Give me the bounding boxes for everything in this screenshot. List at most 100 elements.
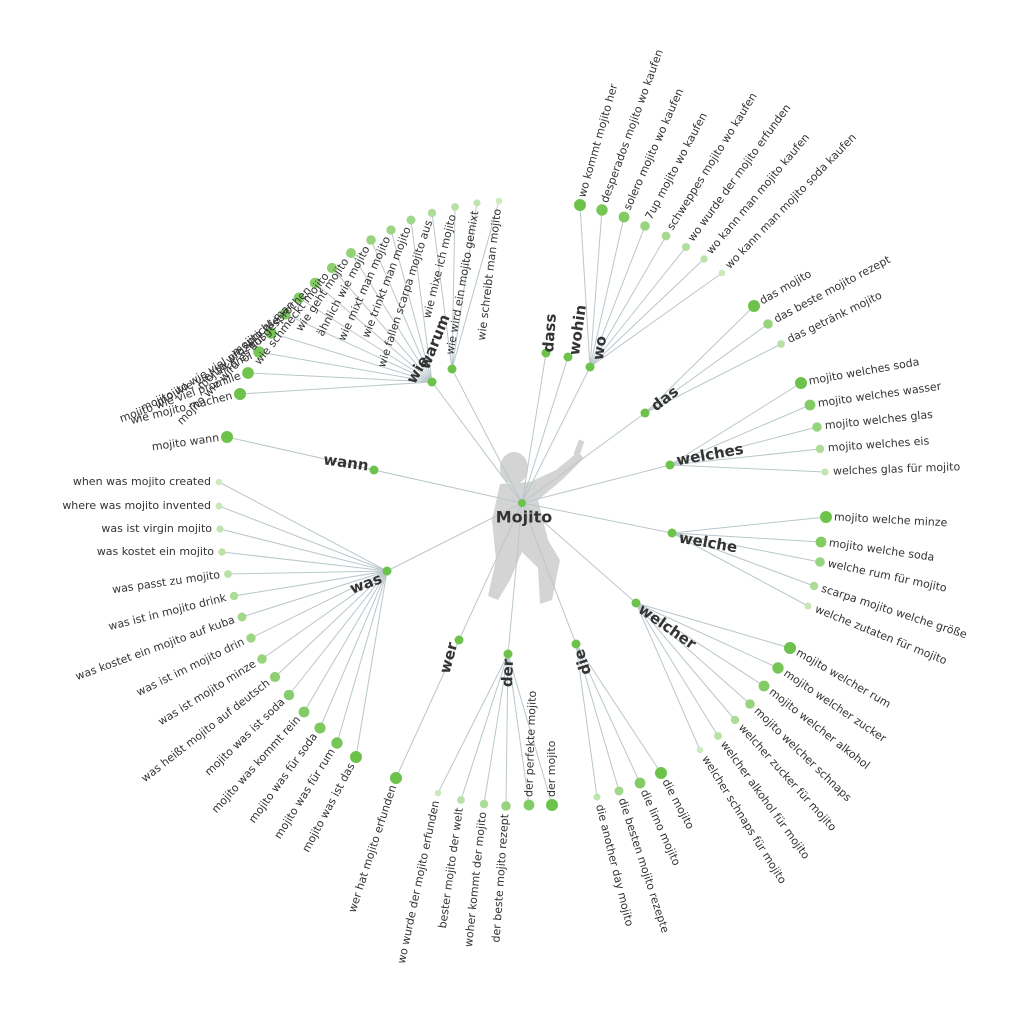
leaf-node[interactable] xyxy=(269,671,281,683)
leaf-node[interactable] xyxy=(279,308,291,320)
leaf-node[interactable] xyxy=(758,680,770,692)
leaf-node[interactable] xyxy=(314,722,326,734)
leaf-node[interactable] xyxy=(218,548,226,556)
leaf-node[interactable] xyxy=(815,536,827,548)
leaf-node[interactable] xyxy=(815,444,825,454)
leaf-node[interactable] xyxy=(216,525,224,533)
leaf-node[interactable] xyxy=(350,751,362,763)
root-label[interactable]: Mojito xyxy=(496,508,553,527)
leaf-node[interactable] xyxy=(221,431,233,443)
branch-node-wohin[interactable] xyxy=(563,352,573,362)
branch-node-die[interactable] xyxy=(571,639,581,649)
leaf-label[interactable]: mojito welches eis xyxy=(827,434,929,454)
leaf-node[interactable] xyxy=(237,612,247,622)
branch-node-dass[interactable] xyxy=(541,348,551,358)
leaf-node[interactable] xyxy=(772,662,784,674)
leaf-node[interactable] xyxy=(234,388,246,400)
leaf-node[interactable] xyxy=(815,557,825,567)
leaf-node[interactable] xyxy=(479,799,489,809)
leaf-node[interactable] xyxy=(640,221,650,231)
leaf-node[interactable] xyxy=(784,642,796,654)
leaf-label[interactable]: wer hat mojito erfunden xyxy=(346,783,400,914)
leaf-label[interactable]: woher kommt der mojito xyxy=(462,811,489,948)
leaf-node[interactable] xyxy=(293,292,305,304)
leaf-node[interactable] xyxy=(257,654,267,664)
leaf-label[interactable]: was ist virgin mojito xyxy=(101,522,212,535)
leaf-node[interactable] xyxy=(265,327,277,339)
leaf-node[interactable] xyxy=(434,789,442,797)
leaf-label[interactable]: was passt zu mojito xyxy=(111,568,221,596)
leaf-node[interactable] xyxy=(804,602,812,610)
branch-node-wo[interactable] xyxy=(585,362,595,372)
branch-label-der[interactable]: der xyxy=(498,658,517,688)
leaf-label[interactable]: welches glas für mojito xyxy=(833,460,961,477)
leaf-node[interactable] xyxy=(457,796,465,804)
leaf-node[interactable] xyxy=(745,699,755,709)
leaf-node[interactable] xyxy=(215,478,223,486)
leaf-node[interactable] xyxy=(331,737,343,749)
leaf-node[interactable] xyxy=(696,746,704,754)
leaf-node[interactable] xyxy=(804,399,816,411)
branch-label-welcher[interactable]: welcher xyxy=(635,600,700,653)
leaf-node[interactable] xyxy=(229,591,239,601)
leaf-node[interactable] xyxy=(795,377,807,389)
leaf-node[interactable] xyxy=(366,235,376,245)
leaf-node[interactable] xyxy=(326,262,338,274)
leaf-label[interactable]: wo wurde der mojito erfunden xyxy=(395,799,442,965)
branch-node-welcher[interactable] xyxy=(631,598,641,608)
leaf-node[interactable] xyxy=(574,199,586,211)
branch-node-welche[interactable] xyxy=(667,528,677,538)
leaf-node[interactable] xyxy=(246,633,256,643)
leaf-label[interactable]: mojito welches wasser xyxy=(817,380,942,410)
leaf-node[interactable] xyxy=(714,732,722,740)
leaf-node[interactable] xyxy=(681,242,691,252)
leaf-label[interactable]: when was mojito created xyxy=(73,475,211,488)
branch-label-welches[interactable]: welches xyxy=(675,440,745,470)
leaf-node[interactable] xyxy=(390,772,402,784)
leaf-node[interactable] xyxy=(298,706,310,718)
leaf-node[interactable] xyxy=(224,570,232,578)
leaf-node[interactable] xyxy=(451,203,459,211)
leaf-node[interactable] xyxy=(593,793,601,801)
leaf-node[interactable] xyxy=(596,204,608,216)
leaf-node[interactable] xyxy=(820,511,832,523)
leaf-label[interactable]: mojito welches glas xyxy=(824,408,933,432)
branch-node-welches[interactable] xyxy=(665,460,675,470)
leaf-node[interactable] xyxy=(242,367,254,379)
branch-label-wann[interactable]: wann xyxy=(322,450,369,474)
leaf-label[interactable]: bester mojito der welt xyxy=(436,806,466,929)
leaf-node[interactable] xyxy=(748,300,760,312)
leaf-label[interactable]: der mojito xyxy=(545,740,558,797)
leaf-node[interactable] xyxy=(700,255,708,263)
leaf-node[interactable] xyxy=(614,786,624,796)
leaf-node[interactable] xyxy=(730,715,740,725)
leaf-label[interactable]: wie schmeckt mojito xyxy=(252,270,332,368)
branch-label-was[interactable]: was xyxy=(347,569,384,597)
leaf-node[interactable] xyxy=(546,799,558,811)
leaf-node[interactable] xyxy=(821,468,829,476)
leaf-node[interactable] xyxy=(495,197,503,205)
leaf-node[interactable] xyxy=(473,199,481,207)
branch-node-der[interactable] xyxy=(503,649,513,659)
leaf-node[interactable] xyxy=(618,211,630,223)
leaf-label[interactable]: where was mojito invented xyxy=(62,499,211,512)
leaf-label[interactable]: mojito welcher rum xyxy=(794,646,893,711)
leaf-node[interactable] xyxy=(655,767,667,779)
leaf-node[interactable] xyxy=(812,422,822,432)
branch-node-was[interactable] xyxy=(382,566,392,576)
leaf-label[interactable]: mojito welches soda xyxy=(808,355,921,387)
leaf-label[interactable]: der beste mojito rezept xyxy=(489,813,511,943)
leaf-node[interactable] xyxy=(523,799,535,811)
branch-node-wann[interactable] xyxy=(369,465,379,475)
leaf-node[interactable] xyxy=(283,689,295,701)
leaf-node[interactable] xyxy=(215,502,223,510)
branch-label-wo[interactable]: wo xyxy=(589,335,610,361)
leaf-node[interactable] xyxy=(763,319,773,329)
leaf-label[interactable]: was kostet ein mojito xyxy=(97,545,214,558)
leaf-node[interactable] xyxy=(777,340,785,348)
leaf-node[interactable] xyxy=(501,801,511,811)
branch-label-das[interactable]: das xyxy=(647,382,682,415)
branch-label-wer[interactable]: wer xyxy=(436,640,462,676)
branch-node-wie[interactable] xyxy=(427,377,437,387)
branch-label-die[interactable]: die xyxy=(570,647,595,677)
